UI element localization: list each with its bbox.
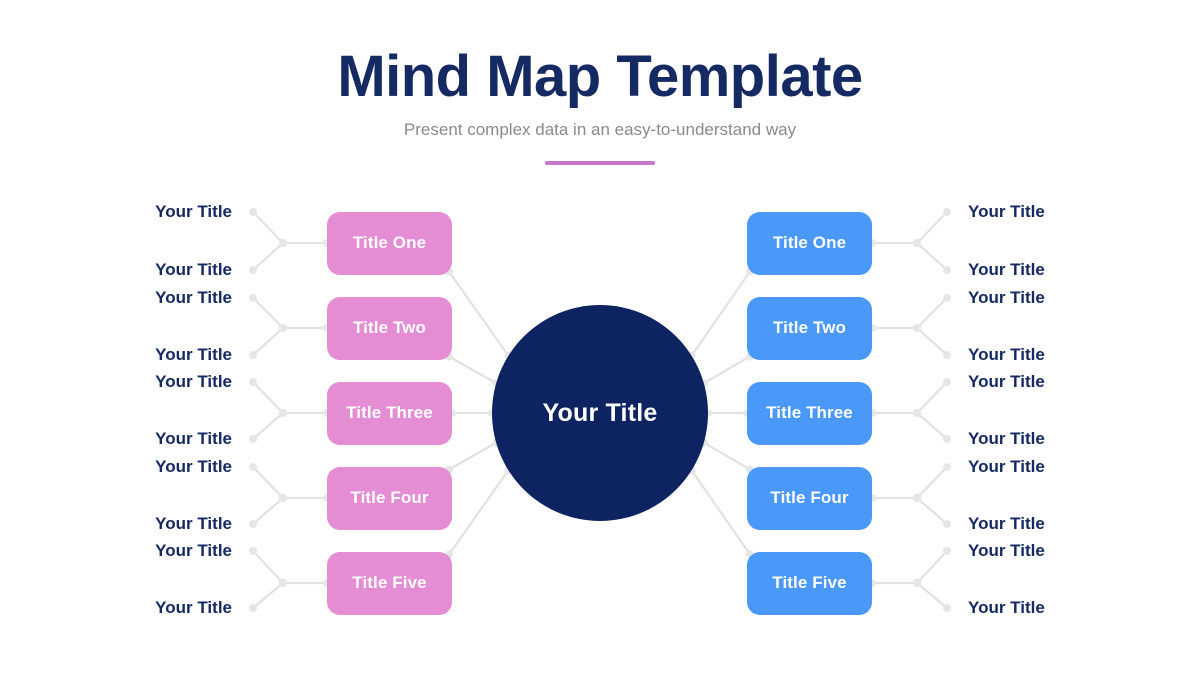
leaf-label-right-1-1[interactable]: Your Title: [968, 202, 1045, 221]
branch-box-label: Title Five: [352, 573, 427, 592]
leaf-label-right-1-2[interactable]: Your Title: [968, 260, 1045, 279]
branch-box-label: Title Five: [772, 573, 847, 592]
page-title: Mind Map Template: [337, 44, 863, 109]
branch-box-right-4[interactable]: Title Four: [747, 466, 872, 530]
branch-box-left-5[interactable]: Title Five: [327, 551, 452, 615]
leaf-label-left-1-2[interactable]: Your Title: [155, 260, 232, 279]
leaf-label-left-3-1[interactable]: Your Title: [155, 372, 232, 391]
leaf-label-right-4-2[interactable]: Your Title: [968, 514, 1045, 533]
branch-box-left-1[interactable]: Title One: [327, 211, 452, 275]
leaf-label-right-5-1[interactable]: Your Title: [968, 541, 1045, 560]
leaf-label-left-5-2[interactable]: Your Title: [155, 598, 232, 617]
accent-rule-divider: [545, 161, 655, 165]
branch-box-left-3[interactable]: Title Three: [327, 381, 452, 445]
branch-box-label: Title Three: [346, 403, 433, 422]
branch-box-left-2[interactable]: Title Two: [327, 296, 452, 360]
leaf-label-right-5-2[interactable]: Your Title: [968, 598, 1045, 617]
page-subtitle: Present complex data in an easy-to-under…: [403, 120, 797, 139]
leaf-label-right-3-1[interactable]: Your Title: [968, 372, 1045, 391]
leaf-label-left-2-1[interactable]: Your Title: [155, 288, 232, 307]
branch-box-label: Title Three: [766, 403, 853, 422]
leaf-label-right-4-1[interactable]: Your Title: [968, 457, 1045, 476]
branch-box-right-1[interactable]: Title One: [747, 211, 872, 275]
branch-box-label: Title Four: [350, 488, 429, 507]
center-node[interactable]: Your Title: [492, 305, 708, 521]
leaf-label-left-2-2[interactable]: Your Title: [155, 345, 232, 364]
leaf-label-left-3-2[interactable]: Your Title: [155, 429, 232, 448]
leaf-label-left-4-1[interactable]: Your Title: [155, 457, 232, 476]
branch-box-label: Title One: [772, 233, 847, 252]
branch-box-label: Title Two: [773, 318, 846, 337]
center-node-label: Your Title: [542, 398, 658, 427]
leaf-label-right-2-1[interactable]: Your Title: [968, 288, 1045, 307]
branch-box-left-4[interactable]: Title Four: [327, 466, 452, 530]
leaf-label-left-5-1[interactable]: Your Title: [155, 541, 232, 560]
branch-box-label: Title Four: [770, 488, 849, 507]
branch-box-label: Title Two: [353, 318, 426, 337]
leaf-label-right-2-2[interactable]: Your Title: [968, 345, 1045, 364]
branch-box-right-3[interactable]: Title Three: [747, 381, 872, 445]
branch-box-right-5[interactable]: Title Five: [747, 551, 872, 615]
leaf-label-right-3-2[interactable]: Your Title: [968, 429, 1045, 448]
branch-box-label: Title One: [352, 233, 427, 252]
branch-box-right-2[interactable]: Title Two: [747, 296, 872, 360]
leaf-label-left-4-2[interactable]: Your Title: [155, 514, 232, 533]
leaf-label-left-1-1[interactable]: Your Title: [155, 202, 232, 221]
